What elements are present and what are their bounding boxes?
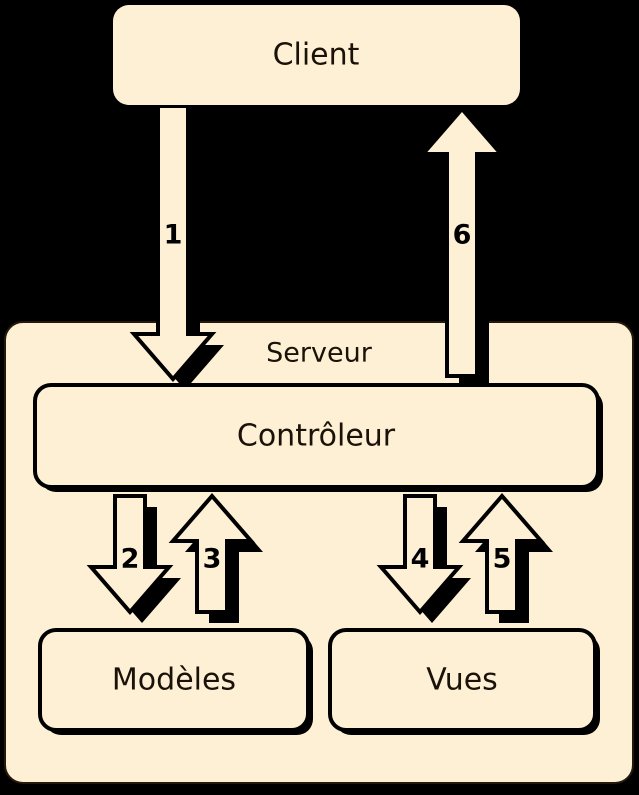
vues-label: Vues [426, 663, 498, 698]
arrow-5: 5 [458, 492, 553, 623]
modeles-box[interactable]: Modèles [38, 628, 313, 735]
arrow-3-body [168, 492, 256, 614]
arrow-3-label: 3 [203, 544, 222, 575]
arrow-2: 2 [86, 494, 181, 623]
arrow-1-label: 1 [164, 220, 183, 251]
vues-box[interactable]: Vues [328, 628, 600, 735]
client-body [113, 5, 520, 105]
client-label: Client [273, 38, 360, 73]
controleur-label: Contrôleur [237, 419, 396, 454]
modeles-body [38, 628, 310, 732]
vues-body [328, 628, 597, 732]
arrow-3: 3 [168, 492, 263, 623]
controleur-body [33, 383, 600, 489]
arrow-6-body [418, 105, 506, 378]
serveur-label: Serveur [266, 338, 373, 369]
arrow-2-label: 2 [121, 544, 140, 575]
arrow-1-body [129, 104, 217, 383]
arrow-6-label: 6 [453, 220, 472, 251]
arrow-2-body [86, 494, 174, 616]
arrow-4-label: 4 [411, 544, 430, 575]
arrow-5-body [458, 492, 546, 614]
arrow-4: 4 [376, 494, 471, 623]
modeles-label: Modèles [112, 663, 236, 698]
arrow-6: 6 [418, 105, 513, 387]
arrow-5-label: 5 [493, 544, 512, 575]
client-box[interactable]: Client [113, 5, 520, 105]
arrow-4-body [376, 494, 464, 616]
arrow-1: 1 [129, 104, 224, 390]
controleur-box[interactable]: Contrôleur [33, 383, 603, 492]
